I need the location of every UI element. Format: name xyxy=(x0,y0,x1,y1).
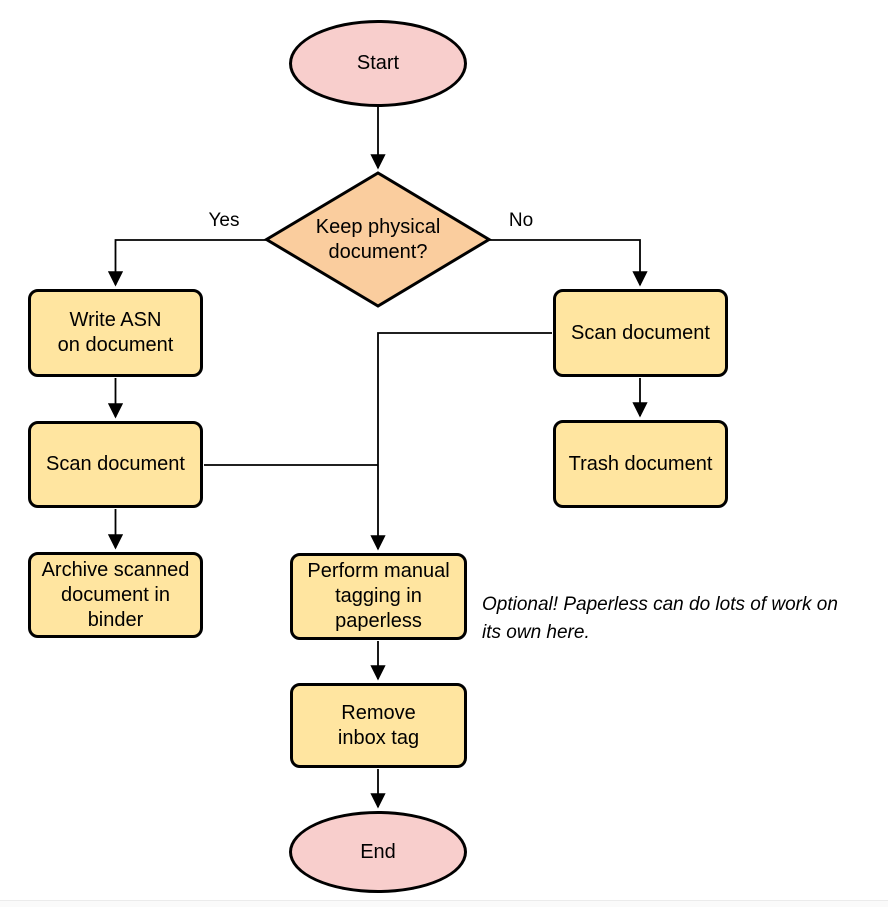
manual-tagging-node-label: Perform manual tagging in paperless xyxy=(307,560,450,632)
edge-decision-no xyxy=(488,239,648,287)
remove-inbox-tag-node-label: Remove inbox tag xyxy=(337,701,420,749)
end-node-label: End xyxy=(360,840,396,863)
decision-node-label: Keep physical document? xyxy=(315,216,441,263)
write-asn-node-label: Write ASN on document xyxy=(57,309,174,356)
optional-annotation: Optional! Paperless can do lots of work … xyxy=(482,594,838,643)
scan-document-right-node: Scan document xyxy=(553,289,728,377)
end-node: End xyxy=(289,811,467,893)
scan-document-left-node-label: Scan document xyxy=(46,453,185,475)
trash-document-node-label: Trash document xyxy=(568,452,713,475)
manual-tagging-node: Perform manual tagging in paperless xyxy=(290,553,467,640)
edge-decision-yes xyxy=(107,239,267,287)
scan-document-right-node-label: Scan document xyxy=(571,321,710,344)
page-bottom-edge xyxy=(0,900,888,907)
write-asn-node: Write ASN on document xyxy=(28,289,203,377)
trash-document-node: Trash document xyxy=(553,420,728,508)
archive-node: Archive scanned document in binder xyxy=(28,552,203,638)
start-node: Start xyxy=(289,20,467,107)
edge-scanright-to-tagging xyxy=(370,332,552,551)
archive-node-label: Archive scanned document in binder xyxy=(41,558,190,631)
edge-label-yes: Yes xyxy=(208,210,240,231)
scan-document-left-node: Scan document xyxy=(28,421,203,508)
remove-inbox-tag-node: Remove inbox tag xyxy=(290,683,467,768)
start-node-label: Start xyxy=(356,52,400,74)
edge-label-no: No xyxy=(508,210,534,231)
decision-node-shape xyxy=(263,171,492,308)
